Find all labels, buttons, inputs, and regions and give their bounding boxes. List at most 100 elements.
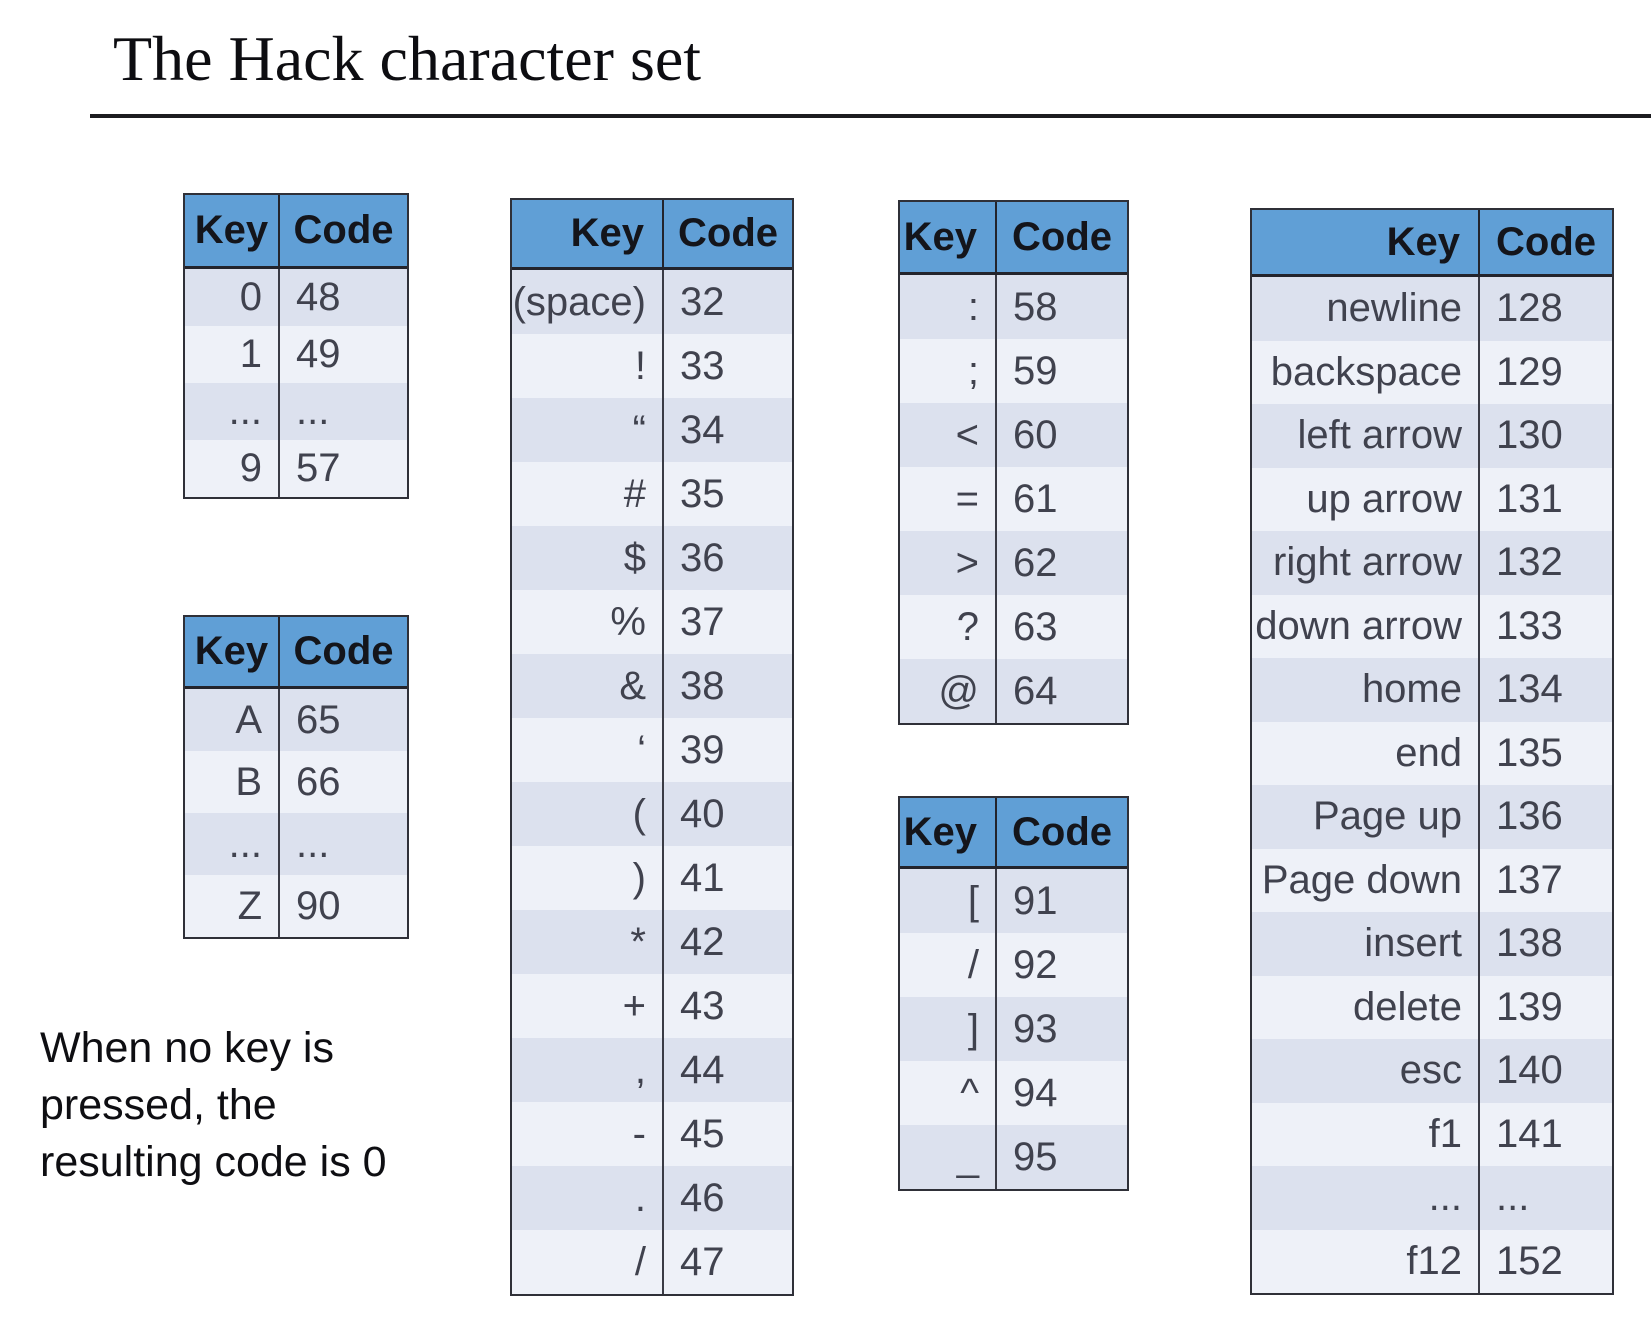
- key-cell: 0: [185, 269, 280, 326]
- code-cell: 128: [1496, 286, 1563, 331]
- code-cell: 140: [1496, 1048, 1563, 1093]
- table-row: ] 93: [900, 997, 1127, 1061]
- code-cell: 48: [296, 275, 341, 319]
- table-row: (space) 32: [512, 270, 792, 334]
- table-row: @64: [900, 659, 1127, 723]
- code-column-header: Code: [1012, 809, 1112, 854]
- table-row: #35: [512, 462, 792, 526]
- key-cell: ?: [900, 595, 997, 659]
- code-column-header: Code: [293, 208, 394, 252]
- key-cell: insert: [1252, 912, 1480, 976]
- key-cell: /: [512, 1230, 664, 1294]
- key-cell: (space): [512, 270, 664, 334]
- table-row: newline 128: [1252, 277, 1612, 341]
- code-cell: 44: [680, 1047, 725, 1092]
- code-cell: 40: [680, 791, 725, 836]
- code-cell: ...: [296, 389, 330, 433]
- key-cell: esc: [1252, 1039, 1480, 1103]
- key-cell: ‘: [512, 718, 664, 782]
- table-row: esc 140: [1252, 1039, 1612, 1103]
- key-cell: [: [900, 869, 997, 933]
- key-cell: ;: [900, 339, 997, 403]
- table-row: ......: [185, 383, 407, 440]
- table-row: 0 48: [185, 269, 407, 326]
- code-cell: 38: [680, 663, 725, 708]
- table-row: ......: [1252, 1166, 1612, 1230]
- key-cell: ...: [1252, 1166, 1480, 1230]
- table-row: +43: [512, 974, 792, 1038]
- key-cell: _: [900, 1125, 997, 1189]
- key-cell: newline: [1252, 277, 1480, 341]
- code-cell: ...: [296, 821, 330, 866]
- code-cell: 46: [680, 1175, 725, 1220]
- key-cell: -: [512, 1102, 664, 1166]
- key-column-header: Key: [1252, 210, 1480, 274]
- code-cell: 65: [296, 697, 341, 742]
- key-cell: right arrow: [1252, 531, 1480, 595]
- key-cell: ,: [512, 1038, 664, 1102]
- code-cell: 92: [1013, 942, 1058, 987]
- key-cell: =: [900, 467, 997, 531]
- code-cell: 47: [680, 1239, 725, 1284]
- key-cell: *: [512, 910, 664, 974]
- table-row: ......: [185, 813, 407, 875]
- note-line: pressed, the: [40, 1081, 277, 1129]
- code-cell: 60: [1013, 412, 1058, 457]
- key-cell: Page down: [1252, 848, 1480, 912]
- note-line: When no key is: [40, 1024, 334, 1072]
- code-column-header: Code: [678, 211, 778, 255]
- key-cell: ^: [900, 1061, 997, 1125]
- code-cell: 90: [296, 883, 341, 928]
- table-row: $36: [512, 526, 792, 590]
- table-row: (40: [512, 782, 792, 846]
- code-cell: 134: [1496, 667, 1563, 712]
- key-column-header: Key: [185, 195, 280, 266]
- code-cell: 138: [1496, 921, 1563, 966]
- table-body: (space)32!33“34#35$36%37&38‘39(40)41*42+…: [512, 270, 792, 1294]
- key-cell: B: [185, 751, 280, 813]
- code-cell: 64: [1013, 668, 1058, 713]
- code-cell: 93: [1013, 1006, 1058, 1051]
- key-cell: down arrow: [1252, 594, 1480, 658]
- key-cell: (: [512, 782, 664, 846]
- key-cell: backspace: [1252, 340, 1480, 404]
- key-cell: >: [900, 531, 997, 595]
- key-cell: delete: [1252, 975, 1480, 1039]
- key-cell: 1: [185, 326, 280, 383]
- key-cell: f12: [1252, 1229, 1480, 1293]
- code-cell: 66: [296, 759, 341, 804]
- key-cell: .: [512, 1166, 664, 1230]
- code-cell: 32: [680, 279, 725, 324]
- table-row: B 66: [185, 751, 407, 813]
- table-row: ^94: [900, 1061, 1127, 1125]
- code-cell: 33: [680, 343, 725, 388]
- code-cell: ...: [1496, 1175, 1530, 1220]
- code-cell: 132: [1496, 540, 1563, 585]
- code-cell: 91: [1013, 878, 1058, 923]
- code-cell: 139: [1496, 984, 1563, 1029]
- code-cell: 45: [680, 1111, 725, 1156]
- key-cell: A: [185, 689, 280, 751]
- key-cell: !: [512, 334, 664, 398]
- code-cell: 49: [296, 332, 341, 376]
- note-no-key-pressed: When no key is pressed, the resulting co…: [40, 1020, 480, 1191]
- key-cell: ]: [900, 997, 997, 1061]
- table-row: &38: [512, 654, 792, 718]
- table-row: *42: [512, 910, 792, 974]
- note-line: resulting code is 0: [40, 1138, 387, 1186]
- code-cell: 59: [1013, 348, 1058, 393]
- table-row: -45: [512, 1102, 792, 1166]
- key-cell: <: [900, 403, 997, 467]
- key-cell: &: [512, 654, 664, 718]
